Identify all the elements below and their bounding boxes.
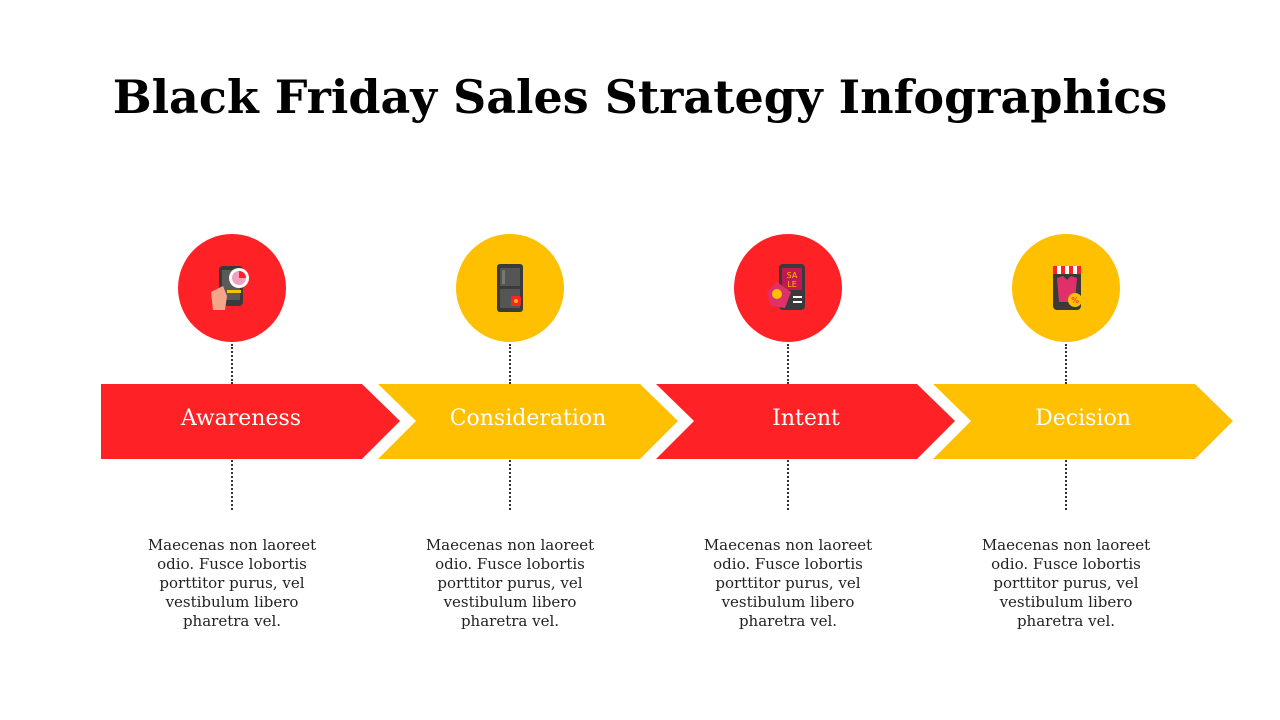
stage-consideration: Maecenas non laoreet odio. Fusce loborti… xyxy=(370,0,650,720)
page-title: Black Friday Sales Strategy Infographics xyxy=(112,70,1168,124)
store-door-icon xyxy=(497,264,523,312)
stage-awareness: Maecenas non laoreet odio. Fusce loborti… xyxy=(92,0,372,720)
connector-dots xyxy=(787,344,789,384)
arrow-awareness xyxy=(101,384,400,459)
arrow-intent xyxy=(656,384,955,459)
stage-intent: SA LE Maecenas non laoreet odio. Fusce l… xyxy=(648,0,928,720)
connector-dots xyxy=(1065,460,1067,510)
arrow-consideration xyxy=(378,384,678,459)
stage-decision: % Maecenas non laoreet odio. Fusce lobor… xyxy=(926,0,1206,720)
svg-text:SA: SA xyxy=(787,271,798,280)
phone-chart-icon xyxy=(211,266,249,310)
svg-text:%: % xyxy=(1071,296,1079,305)
stage-circle: SA LE xyxy=(734,234,842,342)
svg-text:LE: LE xyxy=(787,280,797,289)
stage-description: Maecenas non laoreet odio. Fusce loborti… xyxy=(147,536,317,630)
stage-label-awareness: Awareness xyxy=(180,406,302,431)
connector-dots xyxy=(787,460,789,510)
stage-circle xyxy=(456,234,564,342)
connector-dots xyxy=(231,460,233,510)
stage-label-decision: Decision xyxy=(1035,406,1131,431)
stage-label-intent: Intent xyxy=(772,406,840,431)
stage-circle xyxy=(178,234,286,342)
connector-dots xyxy=(509,460,511,510)
connector-dots xyxy=(231,344,233,384)
stage-description: Maecenas non laoreet odio. Fusce loborti… xyxy=(981,536,1151,630)
connector-dots xyxy=(509,344,511,384)
stage-label-consideration: Consideration xyxy=(449,406,607,431)
shop-phone-icon: % xyxy=(1053,266,1082,310)
stage-circle: % xyxy=(1012,234,1120,342)
connector-dots xyxy=(1065,344,1067,384)
arrow-decision xyxy=(933,384,1233,459)
stage-description: Maecenas non laoreet odio. Fusce loborti… xyxy=(425,536,595,630)
sale-tag-phone-icon: SA LE xyxy=(767,264,805,310)
stage-description: Maecenas non laoreet odio. Fusce loborti… xyxy=(703,536,873,630)
